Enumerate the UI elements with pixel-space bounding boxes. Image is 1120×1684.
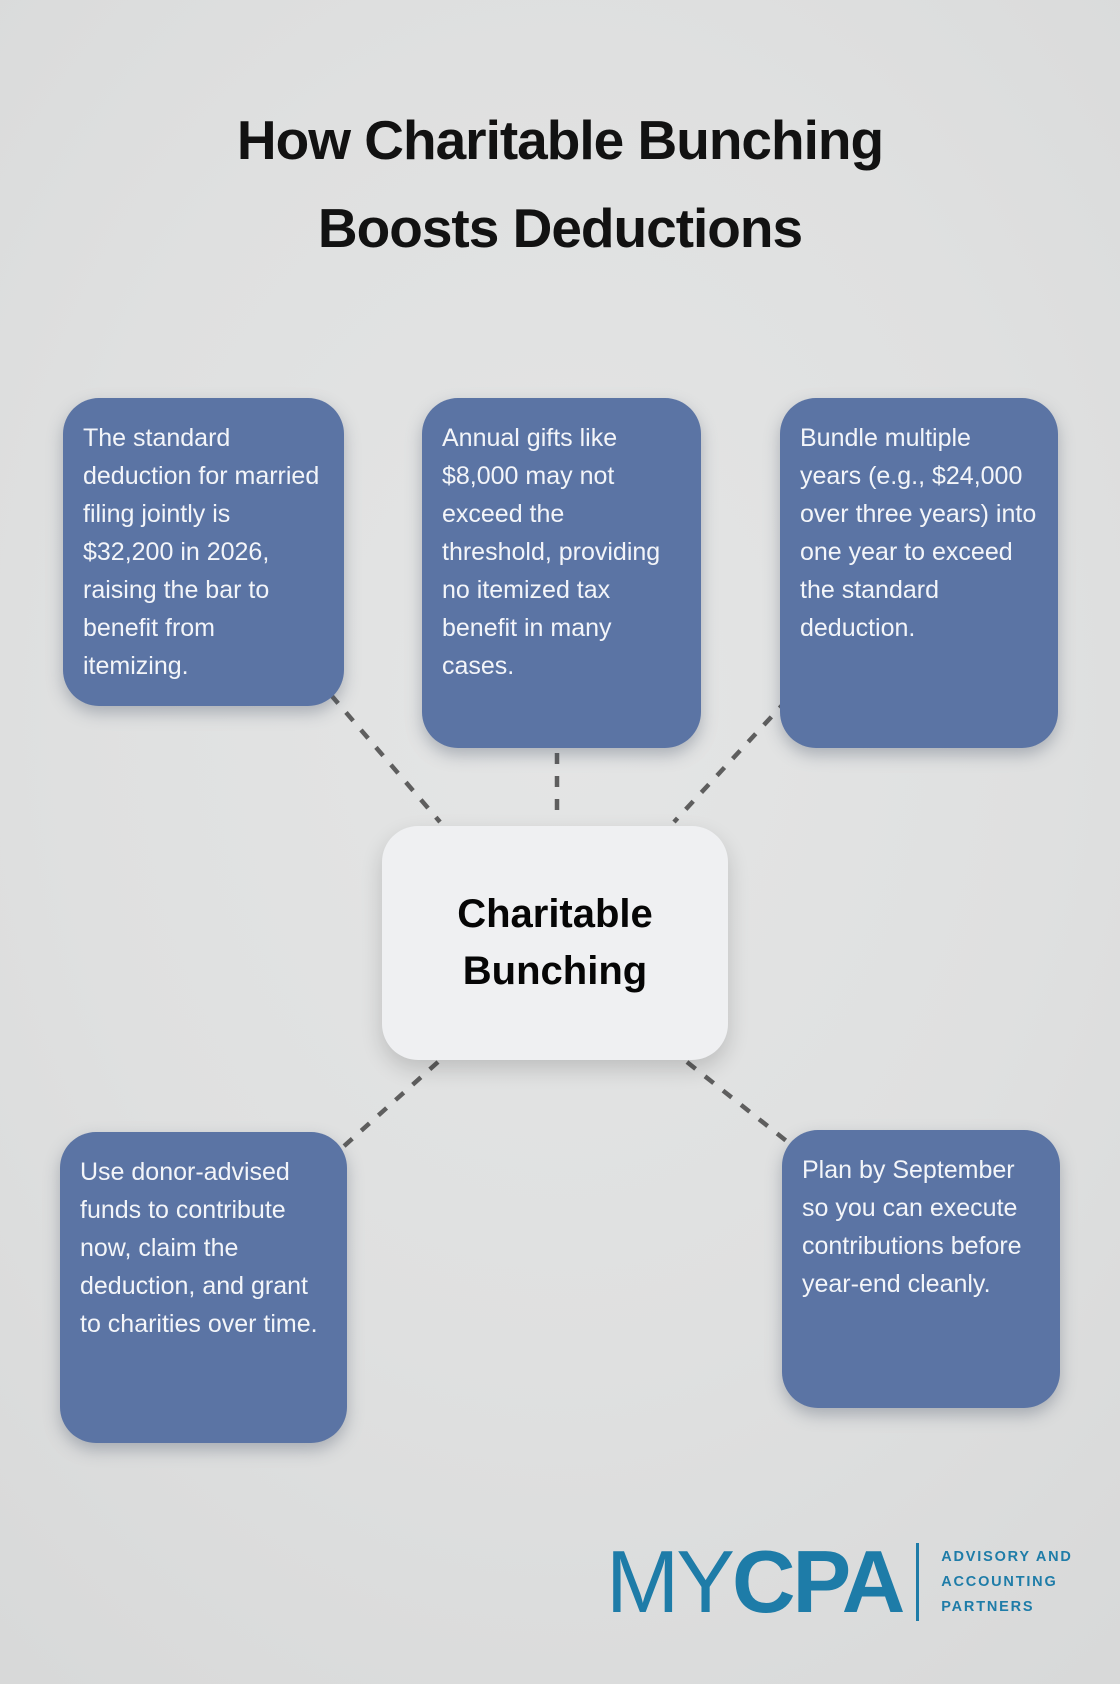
page-title-line1: How Charitable Bunching <box>236 109 884 171</box>
center-node-charitable-bunching: Charitable Bunching <box>382 826 728 1060</box>
node-donor-advised-funds: Use donor-advised funds to contribute no… <box>60 1132 347 1443</box>
connector-bottom-right <box>685 1060 791 1145</box>
page-title: How Charitable Bunching Boosts Deduction… <box>0 96 1120 272</box>
mycpa-logo: MYCPA ADVISORY AND ACCOUNTING PARTNERS <box>606 1538 1073 1626</box>
mycpa-logo-cpa: CPA <box>732 1532 905 1631</box>
connector-bottom-left <box>341 1060 440 1149</box>
logo-tagline-line1: ADVISORY AND <box>941 1548 1073 1565</box>
mycpa-logo-wordmark: MYCPA <box>606 1538 905 1626</box>
logo-tagline-line3: PARTNERS <box>941 1598 1035 1615</box>
node-plan-by-september-text: Plan by September so you can execute con… <box>802 1156 1022 1298</box>
node-annual-gifts-text: Annual gifts like $8,000 may not exceed … <box>442 424 661 680</box>
logo-tagline: ADVISORY AND ACCOUNTING PARTNERS <box>941 1545 1072 1620</box>
logo-tagline-line2: ACCOUNTING <box>941 1573 1058 1590</box>
node-bundle-years: Bundle multiple years (e.g., $24,000 ove… <box>780 398 1058 748</box>
node-plan-by-september: Plan by September so you can execute con… <box>782 1130 1060 1408</box>
node-standard-deduction-text: The standard deduction for married filin… <box>83 424 320 680</box>
node-bundle-years-text: Bundle multiple years (e.g., $24,000 ove… <box>800 424 1037 642</box>
node-annual-gifts: Annual gifts like $8,000 may not exceed … <box>422 398 701 748</box>
node-standard-deduction: The standard deduction for married filin… <box>63 398 344 706</box>
page-title-line2: Boosts Deductions <box>317 197 803 259</box>
logo-divider <box>916 1543 920 1621</box>
node-donor-advised-funds-text: Use donor-advised funds to contribute no… <box>80 1158 318 1338</box>
mycpa-logo-my: MY <box>606 1532 735 1631</box>
center-node-line2: Bunching <box>462 949 648 993</box>
center-node-line1: Charitable <box>457 892 653 936</box>
